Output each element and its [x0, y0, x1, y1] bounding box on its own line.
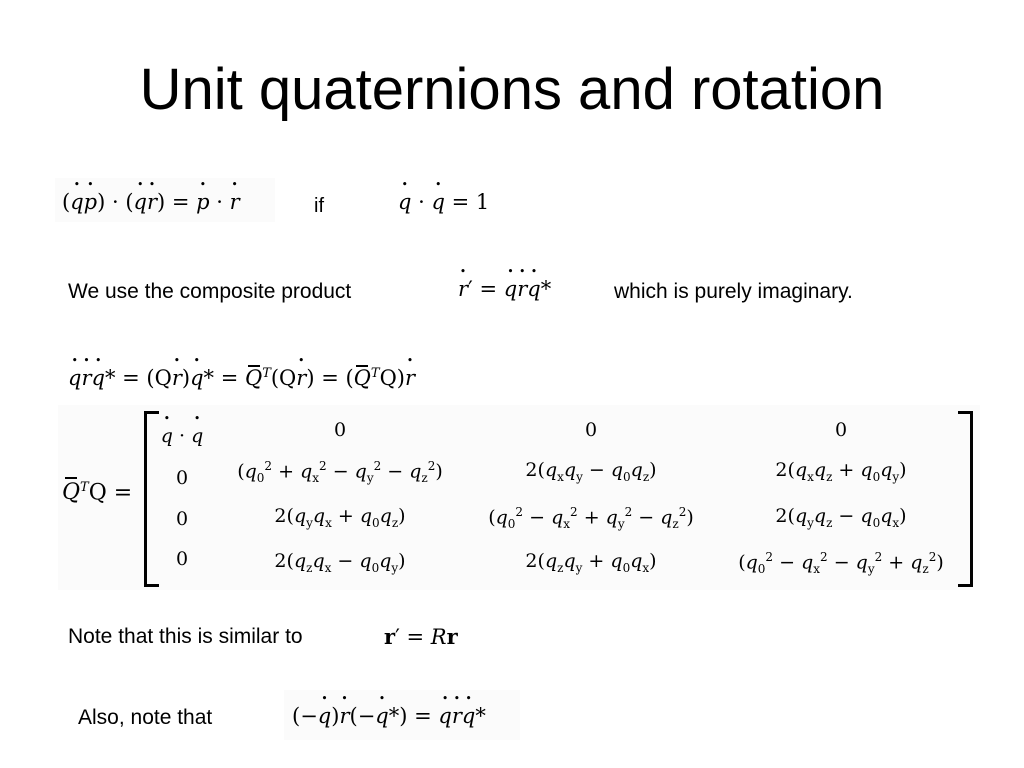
matrix-cell-r1c2: 0: [333, 419, 347, 441]
matrix-cell-r4c3: 2(qzqy + q0qx): [525, 550, 657, 575]
equation-matrix-expansion: qrq* = (Qr)q* = QT(Qr) = (QTQ)r: [68, 365, 415, 389]
matrix-cell-r1c1: q · q: [161, 425, 203, 447]
matrix-cell-r3c1: 0: [175, 508, 189, 530]
matrix-cell-r3c4: 2(qyqz − q0qx): [775, 505, 907, 530]
equation-negation-identity: (−q)r(−q*) = qrq*: [292, 706, 486, 727]
matrix-cell-r1c3: 0: [584, 419, 598, 441]
equation-rotation-matrix-form: r′ = Rr: [384, 624, 458, 649]
matrix-cell-r2c2: (q02 + qx2 − qy2 − qz2): [237, 459, 443, 486]
matrix-label: QTQ =: [62, 477, 133, 506]
matrix-cell-r1c4: 0: [834, 419, 848, 441]
composite-product-text: We use the composite product: [68, 280, 352, 303]
matrix-cell-r3c2: 2(qyqx + q0qz): [274, 505, 406, 530]
matrix-cell-r4c4: (q02 − qx2 − qy2 + qz2): [738, 550, 944, 577]
matrix-cell-r3c3: (q02 − qx2 + qy2 − qz2): [488, 505, 694, 532]
purely-imaginary-text: which is purely imaginary.: [614, 280, 853, 303]
right-bracket: [958, 411, 973, 587]
if-label: if: [314, 195, 324, 217]
equation-unit-condition: q · q = 1: [398, 192, 489, 213]
matrix-cell-r2c4: 2(qxqz + q0qy): [775, 459, 907, 484]
rotation-matrix: QTQ = q · q 0 0 0 0 (q02 + qx2 − qy2 − q…: [58, 405, 980, 590]
matrix-cell-r2c1: 0: [175, 467, 189, 489]
matrix-cell-r2c3: 2(qxqy − q0qz): [525, 459, 657, 484]
matrix-cell-r4c1: 0: [175, 548, 189, 570]
matrix-cell-r4c2: 2(qzqx − q0qy): [274, 550, 406, 575]
similar-to-text: Note that this is similar to: [68, 625, 303, 648]
left-bracket: [144, 411, 159, 587]
also-note-text: Also, note that: [78, 706, 213, 729]
equation-dot-product-preserved: (qp) · (qr) = p · r: [62, 192, 240, 213]
slide-title: Unit quaternions and rotation: [139, 57, 885, 122]
matrix-scan-bg: [58, 405, 980, 590]
equation-composite-product: r′ = qrq*: [458, 279, 551, 300]
